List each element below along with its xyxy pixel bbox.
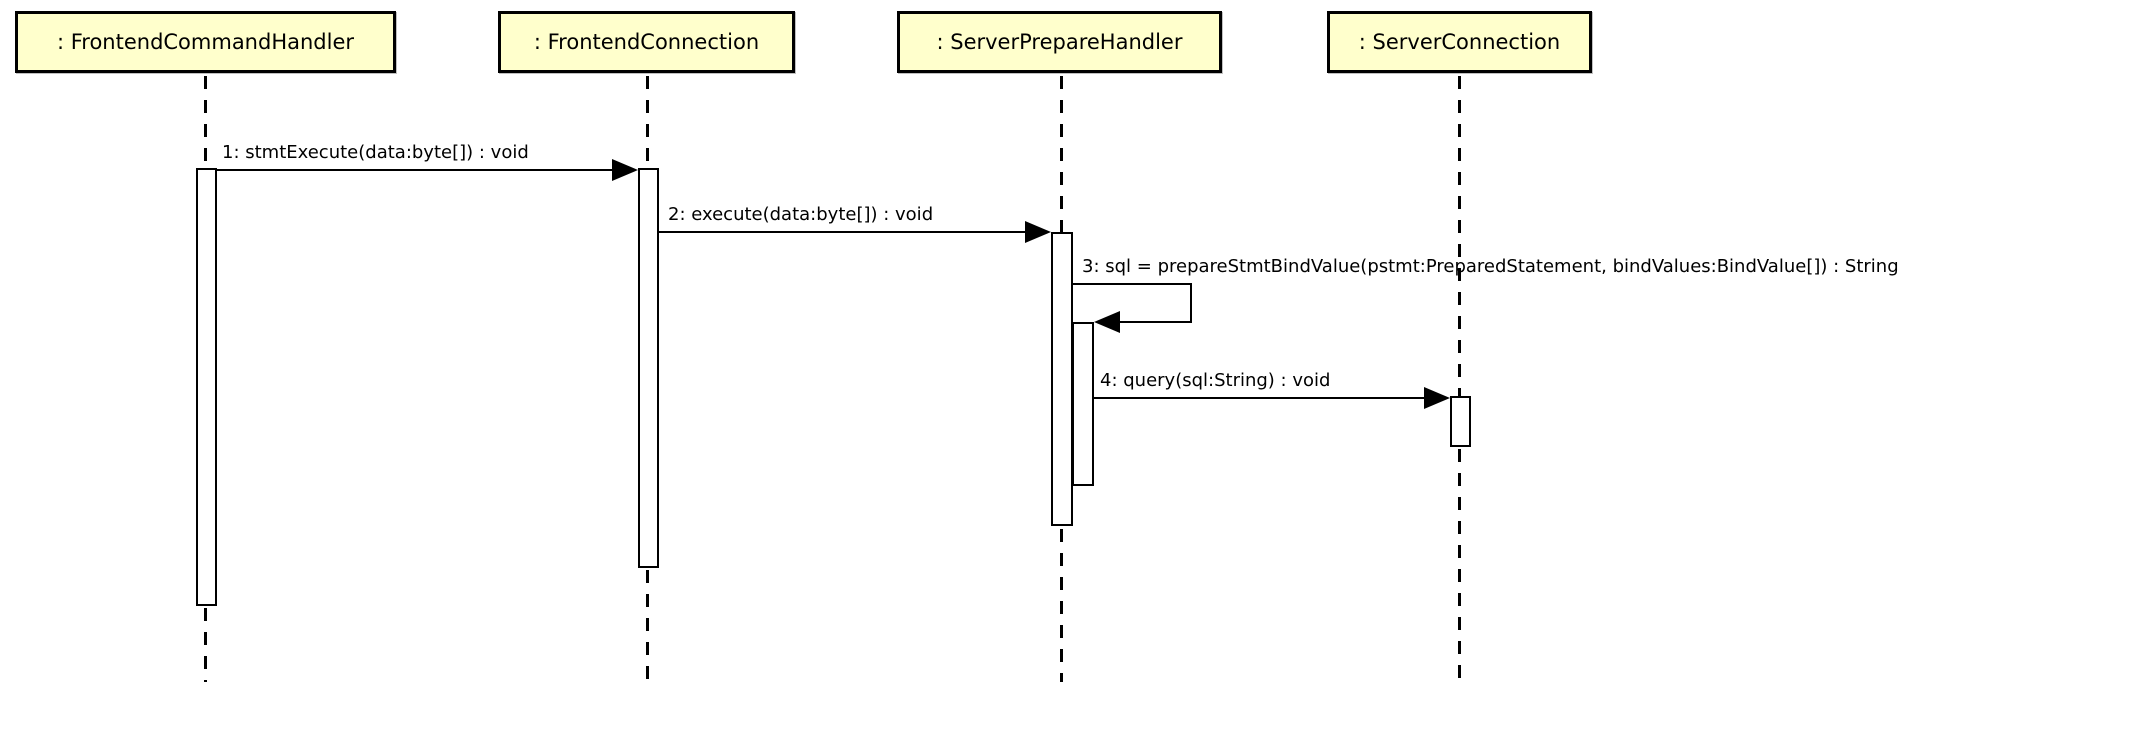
message-label-1: 1: stmtExecute(data:byte[]) : void (222, 142, 529, 163)
message-line-2 (659, 231, 1025, 233)
lifeline-head-server-prepare-handler: : ServerPrepareHandler (897, 11, 1222, 73)
lifeline-dashed-line (646, 76, 649, 168)
activation-bar-frontend-command-handler (196, 168, 217, 606)
lifeline-dashed-line (1458, 76, 1461, 396)
lifeline-label: : ServerPrepareHandler (936, 30, 1183, 54)
lifeline-head-frontend-command-handler: : FrontendCommandHandler (15, 11, 396, 73)
lifeline-head-frontend-connection: : FrontendConnection (498, 11, 795, 73)
sync-arrowhead-icon (1424, 387, 1450, 409)
activation-bar-server-prepare-handler-nested (1072, 322, 1094, 486)
lifeline-dashed-line (1060, 529, 1063, 682)
lifeline-label: : FrontendConnection (533, 30, 760, 54)
message-label-3: 3: sql = prepareStmtBindValue(pstmt:Prep… (1082, 256, 1899, 277)
activation-bar-server-connection (1450, 396, 1471, 447)
lifeline-head-server-connection: : ServerConnection (1327, 11, 1592, 73)
sync-arrowhead-icon (612, 159, 638, 181)
lifeline-dashed-line (646, 570, 649, 682)
self-message-bottom-line (1118, 321, 1192, 323)
message-label-4: 4: query(sql:String) : void (1100, 370, 1331, 391)
activation-bar-frontend-connection (638, 168, 659, 568)
lifeline-dashed-line (204, 76, 207, 168)
self-message-top-line (1073, 283, 1192, 285)
message-line-1 (217, 169, 614, 171)
lifeline-dashed-line (1060, 76, 1063, 232)
sync-arrowhead-icon (1025, 221, 1051, 243)
self-message-right-line (1190, 283, 1192, 323)
lifeline-dashed-line (1458, 449, 1461, 682)
lifeline-dashed-line (204, 608, 207, 682)
lifeline-label: : FrontendCommandHandler (56, 30, 355, 54)
message-line-4 (1094, 397, 1424, 399)
message-label-2: 2: execute(data:byte[]) : void (668, 204, 934, 225)
sync-arrowhead-icon (1094, 311, 1120, 333)
activation-bar-server-prepare-handler (1051, 232, 1073, 526)
lifeline-label: : ServerConnection (1358, 30, 1561, 54)
